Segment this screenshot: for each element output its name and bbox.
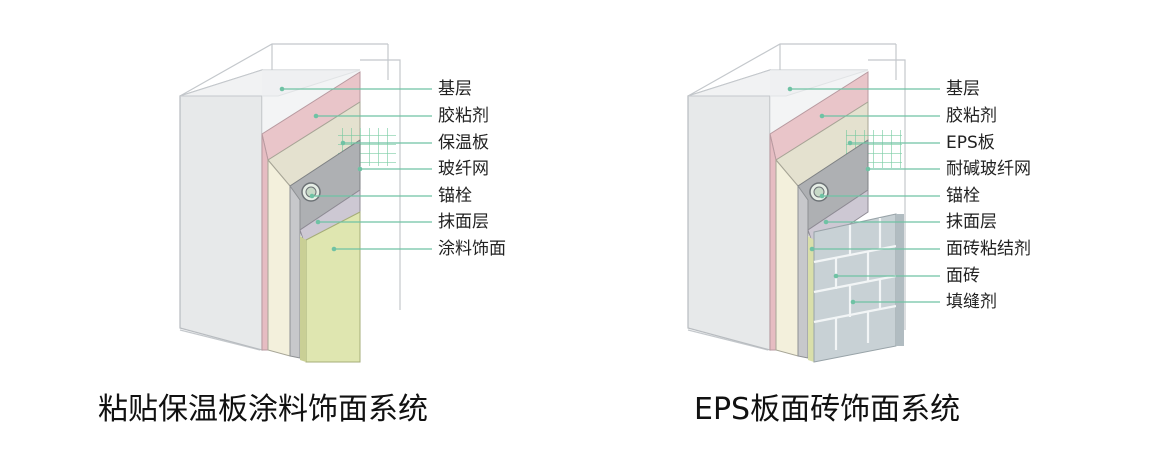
right-label-grout: 填缝剂 xyxy=(946,292,997,312)
right-leader-dot xyxy=(833,273,839,279)
right-label-alkali-mesh: 耐碱玻纤网 xyxy=(946,159,1031,179)
right-label-render-coat: 抹面层 xyxy=(946,212,997,232)
right-anchor-band xyxy=(797,139,869,359)
right-tile-face xyxy=(813,213,897,363)
right-label-tile-adhesive: 面砖粘结剂 xyxy=(946,239,1031,259)
right-label-adhesive: 胶粘剂 xyxy=(946,106,997,126)
right-label-base-layer: 基层 xyxy=(946,79,980,99)
left-wireframe xyxy=(179,43,401,351)
right-label-eps-board: EPS板 xyxy=(946,133,995,153)
left-label-paint-finish: 涂料饰面 xyxy=(438,239,506,259)
left-label-adhesive: 胶粘剂 xyxy=(438,106,489,126)
right-leader-dot xyxy=(819,193,825,199)
right-eps-board xyxy=(775,101,869,357)
right-diagram-caption: EPS板面砖饰面系统 xyxy=(694,392,961,427)
right-leader-dot xyxy=(847,140,853,146)
right-wall-diagram xyxy=(687,43,906,363)
left-label-anchor: 锚栓 xyxy=(438,186,472,206)
left-label-render-coat: 抹面层 xyxy=(438,212,489,232)
right-tile-adhesive xyxy=(808,236,814,362)
right-leader-dot xyxy=(823,219,829,225)
left-leader-dot xyxy=(309,193,315,199)
right-label-anchor: 锚栓 xyxy=(946,186,980,206)
right-tile-edge xyxy=(896,214,904,346)
left-label-fiberglass-mesh: 玻纤网 xyxy=(438,159,489,179)
left-label-base-layer: 基层 xyxy=(438,79,472,99)
left-label-insulation-board: 保温板 xyxy=(438,133,489,153)
right-leader-dot xyxy=(787,86,793,92)
right-label-tile: 面砖 xyxy=(946,266,980,286)
left-leader-dot xyxy=(357,166,363,172)
leader-lines xyxy=(279,86,940,305)
left-leader-dot xyxy=(313,113,319,119)
right-leader-dot xyxy=(850,299,856,305)
right-leader-dot xyxy=(865,166,871,172)
left-diagram-caption: 粘贴保温板涂料饰面系统 xyxy=(98,392,428,427)
left-wall-diagram xyxy=(179,43,401,363)
right-leader-dot xyxy=(809,246,815,252)
left-leader-dot xyxy=(331,246,337,252)
right-adhesive-layer xyxy=(769,71,869,351)
left-leader-dot xyxy=(340,140,346,146)
right-leader-dot xyxy=(819,113,825,119)
left-leader-dot xyxy=(279,86,285,92)
right-anchor-bolt-icon xyxy=(809,182,829,202)
right-wireframe xyxy=(687,43,906,351)
left-anchor-bolt-icon xyxy=(301,182,321,202)
left-leader-dot xyxy=(315,219,321,225)
